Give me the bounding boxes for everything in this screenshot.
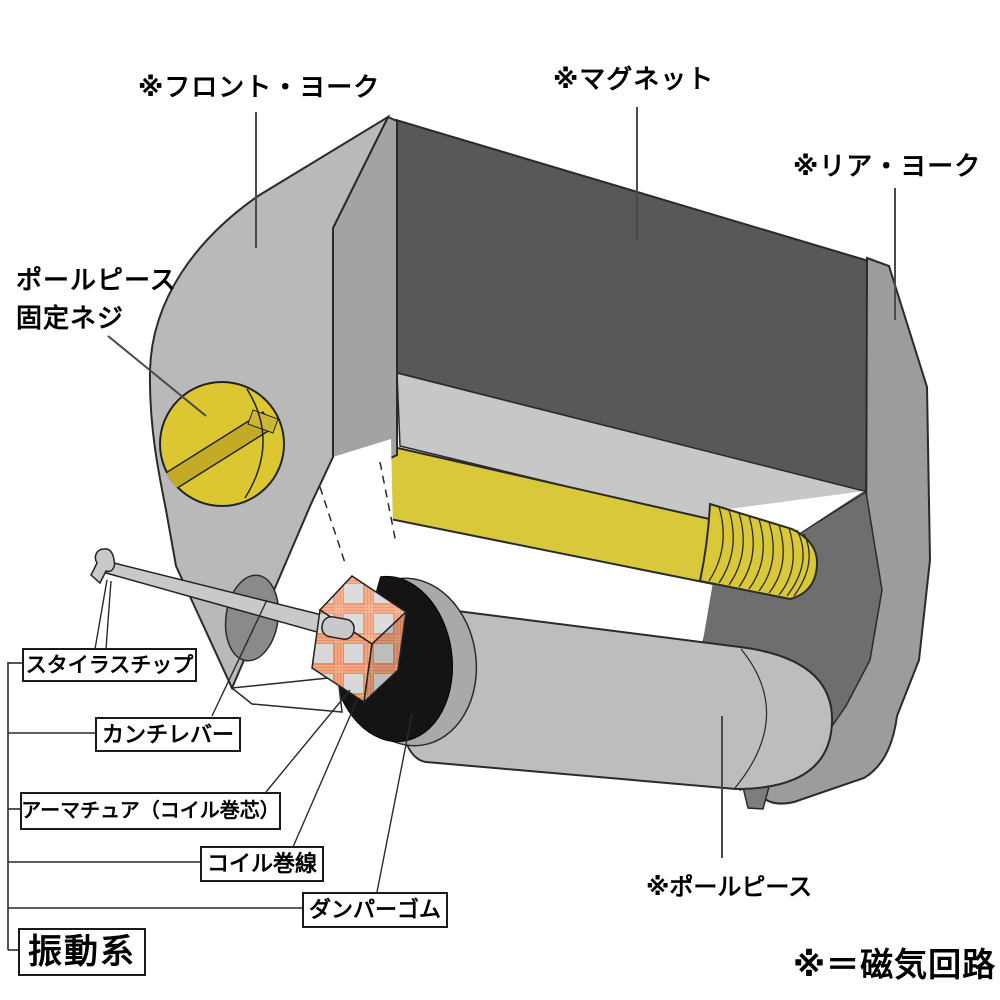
label-coil-winding: コイル巻線 <box>200 846 324 882</box>
bracket-spine <box>7 662 302 951</box>
cylinder-cap-contour <box>734 648 768 789</box>
label-pole-piece: ※ポールピース <box>646 874 813 901</box>
label-armature: アーマチュア（コイル巻芯） <box>20 792 281 830</box>
label-damper-rubber: ダンパーゴム <box>302 892 448 928</box>
thread-ridges <box>708 506 810 597</box>
label-magnet: ※マグネット <box>553 64 715 94</box>
label-pole-piece-screw-1: ポールピース <box>16 265 177 295</box>
pole-piece-screw-head <box>159 381 285 507</box>
cantilever-end <box>321 616 355 640</box>
label-cantilever: カンチレバー <box>95 717 241 752</box>
label-front-yoke: ※フロント・ヨーク <box>138 72 381 102</box>
label-rear-yoke: ※リア・ヨーク <box>793 151 982 181</box>
callout-lines <box>94 579 413 893</box>
stylus-tip-shape <box>90 548 116 585</box>
leader-lines <box>107 107 896 858</box>
label-vibration-system: 振動系 <box>18 928 146 976</box>
label-stylus-tip: スタイラスチップ <box>22 648 197 682</box>
gap-under-screw <box>368 516 713 658</box>
yoke-bottom-face <box>230 676 343 713</box>
screw-threads <box>698 502 819 601</box>
label-legend-note: ※＝磁気回路 <box>793 946 997 983</box>
label-pole-piece-screw-2: 固定ネジ <box>16 303 125 333</box>
